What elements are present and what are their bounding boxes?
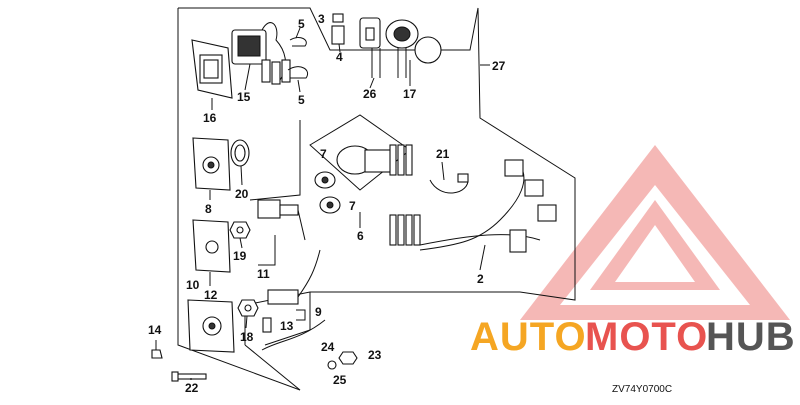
nut-23 bbox=[338, 351, 358, 365]
cord-13 bbox=[261, 317, 326, 351]
label-10: 10 bbox=[186, 278, 200, 292]
switch-15 bbox=[231, 22, 291, 85]
label-5-upper: 5 bbox=[298, 17, 305, 31]
label-3: 3 bbox=[318, 12, 325, 26]
washer-24 bbox=[327, 360, 337, 370]
harness-2 bbox=[389, 159, 557, 253]
label-16: 16 bbox=[203, 111, 217, 125]
screw-3 bbox=[332, 13, 344, 23]
drawing-code: ZV74Y0700C bbox=[612, 384, 672, 395]
plate-10 bbox=[187, 299, 235, 353]
screw-22 bbox=[171, 371, 207, 382]
clip-5-upper bbox=[289, 37, 307, 47]
label-19: 19 bbox=[233, 249, 247, 263]
label-17: 17 bbox=[403, 87, 417, 101]
label-14: 14 bbox=[148, 323, 162, 337]
watermark-auto: AUTO bbox=[470, 315, 587, 359]
label-8: 8 bbox=[205, 202, 212, 216]
clip-5-lower bbox=[287, 66, 308, 79]
switch-9 bbox=[267, 249, 321, 305]
watermark-text: AUTO MOTO HUB bbox=[470, 315, 796, 359]
key-7-upper bbox=[314, 171, 336, 189]
meter-17 bbox=[385, 19, 442, 78]
label-11: 11 bbox=[257, 267, 270, 281]
watermark-hub: HUB bbox=[706, 315, 796, 359]
label-9: 9 bbox=[315, 305, 322, 319]
label-5-lower: 5 bbox=[298, 93, 305, 107]
bracket-26 bbox=[359, 17, 381, 78]
watermark-moto: MOTO bbox=[585, 315, 708, 359]
label-12: 12 bbox=[204, 288, 218, 302]
label-23: 23 bbox=[368, 348, 382, 362]
plate-16 bbox=[191, 39, 233, 99]
label-26: 26 bbox=[363, 87, 377, 101]
plate-12 bbox=[192, 219, 231, 273]
label-22: 22 bbox=[185, 381, 199, 395]
label-6: 6 bbox=[357, 229, 364, 243]
clamp-21 bbox=[429, 173, 469, 194]
grommet-20 bbox=[230, 139, 250, 167]
label-7-lower: 7 bbox=[349, 199, 356, 213]
plate-8 bbox=[192, 137, 231, 191]
leader-lines bbox=[155, 27, 486, 380]
nut-18 bbox=[237, 299, 259, 317]
nut-14 bbox=[151, 349, 163, 359]
pin-4 bbox=[331, 25, 345, 45]
label-15: 15 bbox=[237, 90, 251, 104]
label-13: 13 bbox=[280, 319, 294, 333]
ignition-switch-6 bbox=[309, 114, 413, 191]
label-24: 24 bbox=[321, 340, 335, 354]
label-20: 20 bbox=[235, 187, 249, 201]
nut-19 bbox=[229, 221, 251, 239]
label-2: 2 bbox=[477, 272, 484, 286]
label-4: 4 bbox=[336, 50, 343, 64]
assembly-outline bbox=[177, 7, 576, 391]
label-21: 21 bbox=[436, 147, 450, 161]
label-27: 27 bbox=[492, 59, 506, 73]
switch-11 bbox=[257, 199, 306, 241]
label-25: 25 bbox=[333, 373, 347, 387]
watermark-logo bbox=[520, 145, 790, 320]
key-7-lower bbox=[319, 196, 341, 214]
part-labels: 2 3 4 5 5 6 7 7 8 9 10 11 12 13 14 15 16… bbox=[148, 12, 506, 395]
label-7-upper: 7 bbox=[320, 147, 327, 161]
label-18: 18 bbox=[240, 330, 254, 344]
